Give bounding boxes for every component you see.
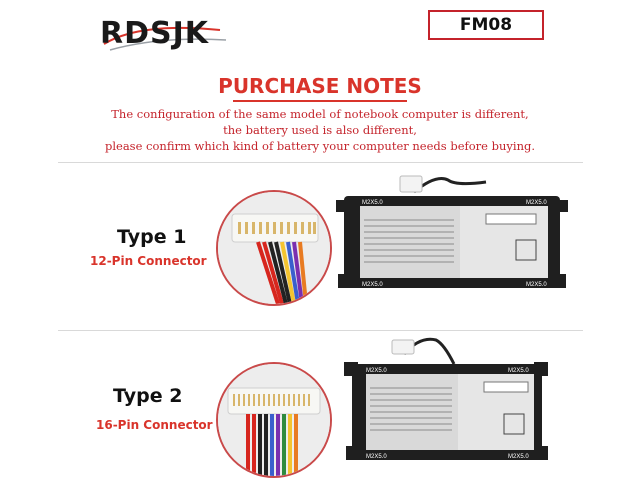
- note-line-3: please confirm which kind of battery you…: [104, 139, 536, 153]
- section-divider: [58, 162, 583, 163]
- battery-label: M2X5.0: [366, 454, 387, 460]
- logo-swoosh-icon: [103, 26, 227, 51]
- connector-16pin-closeup: [216, 362, 332, 478]
- battery-label: M2X5.0: [508, 368, 529, 374]
- battery-label: M2X5.0: [526, 282, 547, 288]
- type-1-connector: 12-Pin Connector: [90, 254, 207, 268]
- title-underline: [233, 100, 407, 102]
- battery-label: M2X5.0: [508, 454, 529, 460]
- connector-12pin-closeup: [216, 190, 332, 306]
- section-divider: [58, 330, 583, 331]
- type-2-title: Type 2: [113, 385, 183, 407]
- connector-image: [218, 364, 330, 476]
- note-line-1: The configuration of the same model of n…: [111, 107, 529, 121]
- model-badge: FM08: [428, 10, 544, 40]
- battery-label: M2X5.0: [366, 368, 387, 374]
- note-line-2: the battery used is also different,: [223, 123, 417, 137]
- brand-logo: RDSJK: [100, 14, 230, 54]
- purchase-notes-title: PURCHASE NOTES: [218, 74, 422, 98]
- type-2-connector: 16-Pin Connector: [96, 418, 213, 432]
- battery-label: M2X5.0: [362, 282, 383, 288]
- battery-label: M2X5.0: [526, 200, 547, 206]
- logo-text: RDSJK: [100, 16, 210, 51]
- connector-image: [218, 192, 330, 304]
- battery-label: M2X5.0: [362, 200, 383, 206]
- type-1-title: Type 1: [117, 226, 187, 248]
